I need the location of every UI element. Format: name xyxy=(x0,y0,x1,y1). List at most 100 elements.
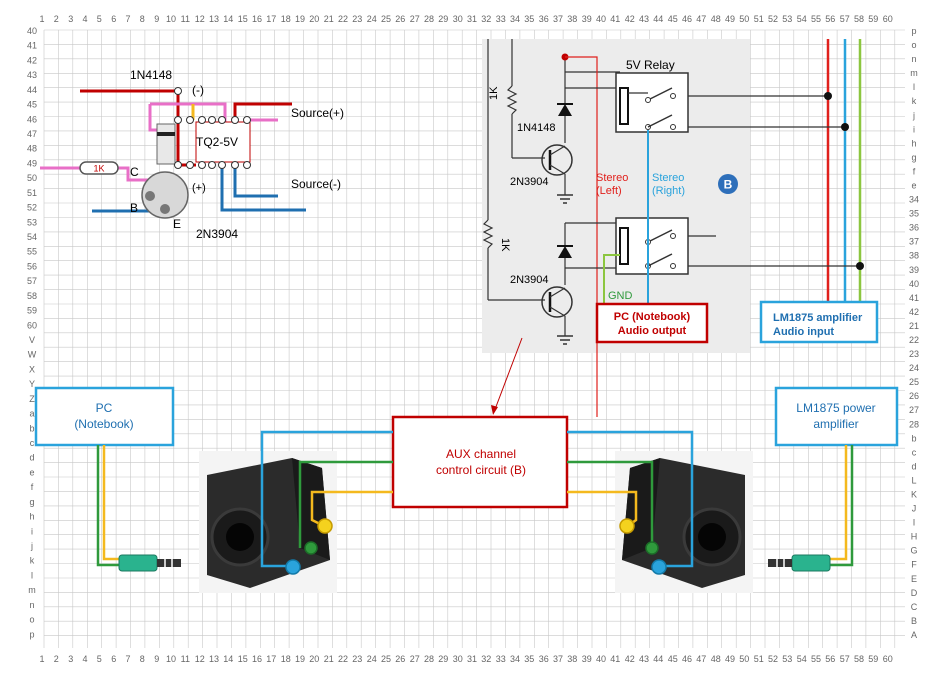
column-label: 54 xyxy=(797,14,807,24)
column-label: 34 xyxy=(510,654,520,664)
column-label: 28 xyxy=(424,14,434,24)
column-label: 29 xyxy=(438,14,448,24)
row-label: g xyxy=(911,152,916,162)
column-label: 45 xyxy=(668,14,678,24)
column-label: 60 xyxy=(883,14,893,24)
relay-title: 5V Relay xyxy=(626,58,675,72)
right-wire-blue xyxy=(567,430,694,568)
wire-pink-top xyxy=(150,102,227,122)
column-label: 23 xyxy=(352,654,362,664)
wire-source-minus xyxy=(233,165,278,198)
left-terminal-blue xyxy=(285,559,301,575)
row-label: 39 xyxy=(909,265,919,275)
gnd-label: GND xyxy=(608,290,633,302)
row-label: c xyxy=(30,438,35,448)
relay-1-coil xyxy=(619,87,629,125)
column-label: 6 xyxy=(111,654,116,664)
column-label: 14 xyxy=(223,654,233,664)
column-label: 7 xyxy=(125,654,130,664)
row-label: f xyxy=(31,482,34,492)
row-label: G xyxy=(910,546,917,556)
junction-red xyxy=(824,92,832,100)
column-label: 20 xyxy=(309,654,319,664)
amp-cable-green xyxy=(830,445,854,567)
row-label: b xyxy=(911,433,916,443)
row-label: 56 xyxy=(27,261,37,271)
column-label: 30 xyxy=(453,14,463,24)
row-label: Z xyxy=(29,394,35,404)
row-label: 37 xyxy=(909,237,919,247)
row-label: i xyxy=(31,526,33,536)
row-label: D xyxy=(911,588,918,598)
schematic-transistor-2: 2N3904 xyxy=(510,274,549,286)
pc-cable-green xyxy=(96,445,120,567)
column-label: 24 xyxy=(367,14,377,24)
diode-1-symbol xyxy=(558,104,572,116)
column-label: 4 xyxy=(82,14,87,24)
column-label: 2 xyxy=(54,654,59,664)
schematic-resistor-2: 1K xyxy=(499,238,511,252)
column-label: 12 xyxy=(195,654,205,664)
wire-blue-right xyxy=(220,165,306,212)
column-label: 52 xyxy=(768,14,778,24)
column-label: 11 xyxy=(181,654,190,664)
row-label: 46 xyxy=(27,114,37,124)
pc-box-line1: PC xyxy=(96,401,113,415)
column-label: 7 xyxy=(125,14,130,24)
transistor-2-symbol xyxy=(541,286,573,318)
column-label: 21 xyxy=(324,14,334,24)
column-label: 47 xyxy=(696,14,706,24)
amp-cable-yellow xyxy=(830,445,848,561)
column-label: 32 xyxy=(481,654,491,664)
column-label: 14 xyxy=(223,14,233,24)
column-label: 50 xyxy=(739,14,749,24)
column-label: 32 xyxy=(481,14,491,24)
row-label: o xyxy=(911,40,916,50)
column-label: 5 xyxy=(97,14,102,24)
row-label: A xyxy=(911,630,917,640)
column-label: 4 xyxy=(82,654,87,664)
row-label: 59 xyxy=(27,306,37,316)
column-label: 3 xyxy=(68,14,73,24)
row-label: 24 xyxy=(909,363,919,373)
right-terminal-blue xyxy=(651,559,667,575)
pin-b-label: B xyxy=(130,201,138,215)
column-label: 29 xyxy=(438,654,448,664)
row-label: e xyxy=(29,467,34,477)
row-label: 36 xyxy=(909,223,919,233)
column-label: 51 xyxy=(754,14,764,24)
resistor-body xyxy=(79,161,119,175)
row-label: o xyxy=(29,615,34,625)
row-label: m xyxy=(910,68,918,78)
column-label: 20 xyxy=(309,14,319,24)
column-label: 41 xyxy=(610,654,620,664)
column-label: 22 xyxy=(338,14,348,24)
resistor-2-symbol xyxy=(482,219,494,249)
column-label: 38 xyxy=(567,654,577,664)
column-label: 35 xyxy=(524,654,534,664)
row-label: B xyxy=(911,616,917,626)
row-label: C xyxy=(911,602,918,612)
column-label: 27 xyxy=(410,654,420,664)
row-label: 42 xyxy=(27,55,37,65)
row-label: j xyxy=(30,541,33,551)
column-label: 36 xyxy=(539,654,549,664)
row-label: I xyxy=(913,518,916,528)
row-label: 25 xyxy=(909,377,919,387)
badge-b xyxy=(718,174,738,194)
row-label: 26 xyxy=(909,391,919,401)
aux-box-line1: AUX channel xyxy=(446,447,516,461)
junction-green xyxy=(856,262,864,270)
column-label: 47 xyxy=(696,654,706,664)
row-label: Y xyxy=(29,379,35,389)
row-label: K xyxy=(911,490,917,500)
left-terminal-green xyxy=(304,541,318,555)
stereo-right-line1: Stereo xyxy=(652,172,684,184)
amp-audio-input-box xyxy=(759,300,879,344)
row-label: 49 xyxy=(27,158,37,168)
row-label: b xyxy=(29,423,34,433)
bottom-wiring: PC (Notebook) LM1875 power amplifier AUX… xyxy=(34,386,899,593)
diode-body xyxy=(156,123,176,165)
column-label: 56 xyxy=(825,654,835,664)
